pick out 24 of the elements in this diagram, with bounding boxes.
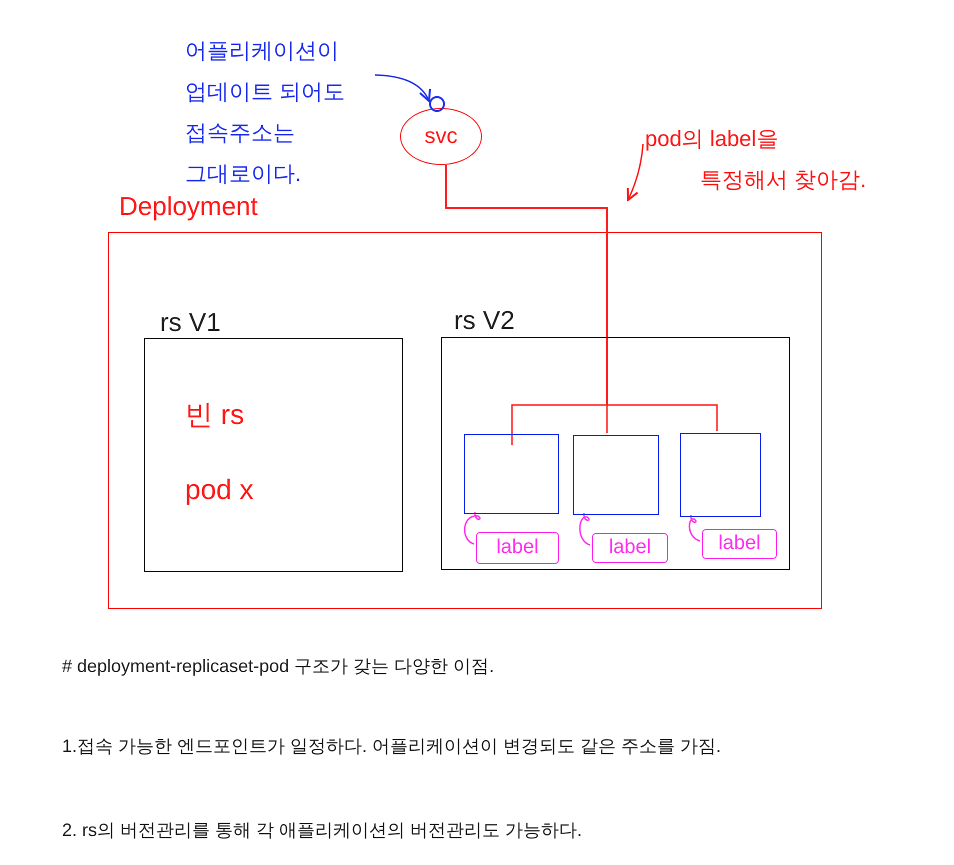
heading-text: # deployment-replicaset-pod 구조가 갖는 다양한 이점.	[62, 655, 496, 678]
note-text: 2. rs의 버전관리를 통해 각 애플리케이션의 버전관리도 가능하다.	[62, 819, 584, 842]
endpoint-circle	[429, 96, 445, 112]
label-tag: label	[476, 532, 559, 564]
arrow	[626, 144, 644, 202]
box-heading: rs V2	[454, 307, 515, 333]
label-tag: label	[592, 533, 668, 563]
pod-box	[680, 433, 761, 517]
handwritten-note: pod의 label을 특정해서 찾아감.	[645, 118, 870, 200]
leader-line	[579, 512, 590, 546]
pod-box	[464, 434, 559, 514]
pod-box	[573, 435, 659, 515]
box-heading: rs V1	[160, 309, 221, 335]
box-heading: Deployment	[119, 193, 258, 219]
leader-line	[464, 512, 480, 545]
note-text: 1.접속 가능한 엔드포인트가 일정하다. 어플리케이션이 변경되도 같은 주소를 가짐.	[62, 735, 722, 758]
arrow	[374, 74, 430, 102]
box-note: pod x	[185, 476, 254, 504]
leader-line	[688, 514, 700, 542]
service-circle: svc	[400, 108, 482, 165]
connector-line	[445, 165, 718, 431]
label-tag: label	[702, 529, 777, 559]
box-note: 빈 rs	[185, 401, 244, 429]
handwritten-note: 어플리케이션이 업데이트 되어도 접속주소는 그대로이다.	[185, 30, 370, 194]
